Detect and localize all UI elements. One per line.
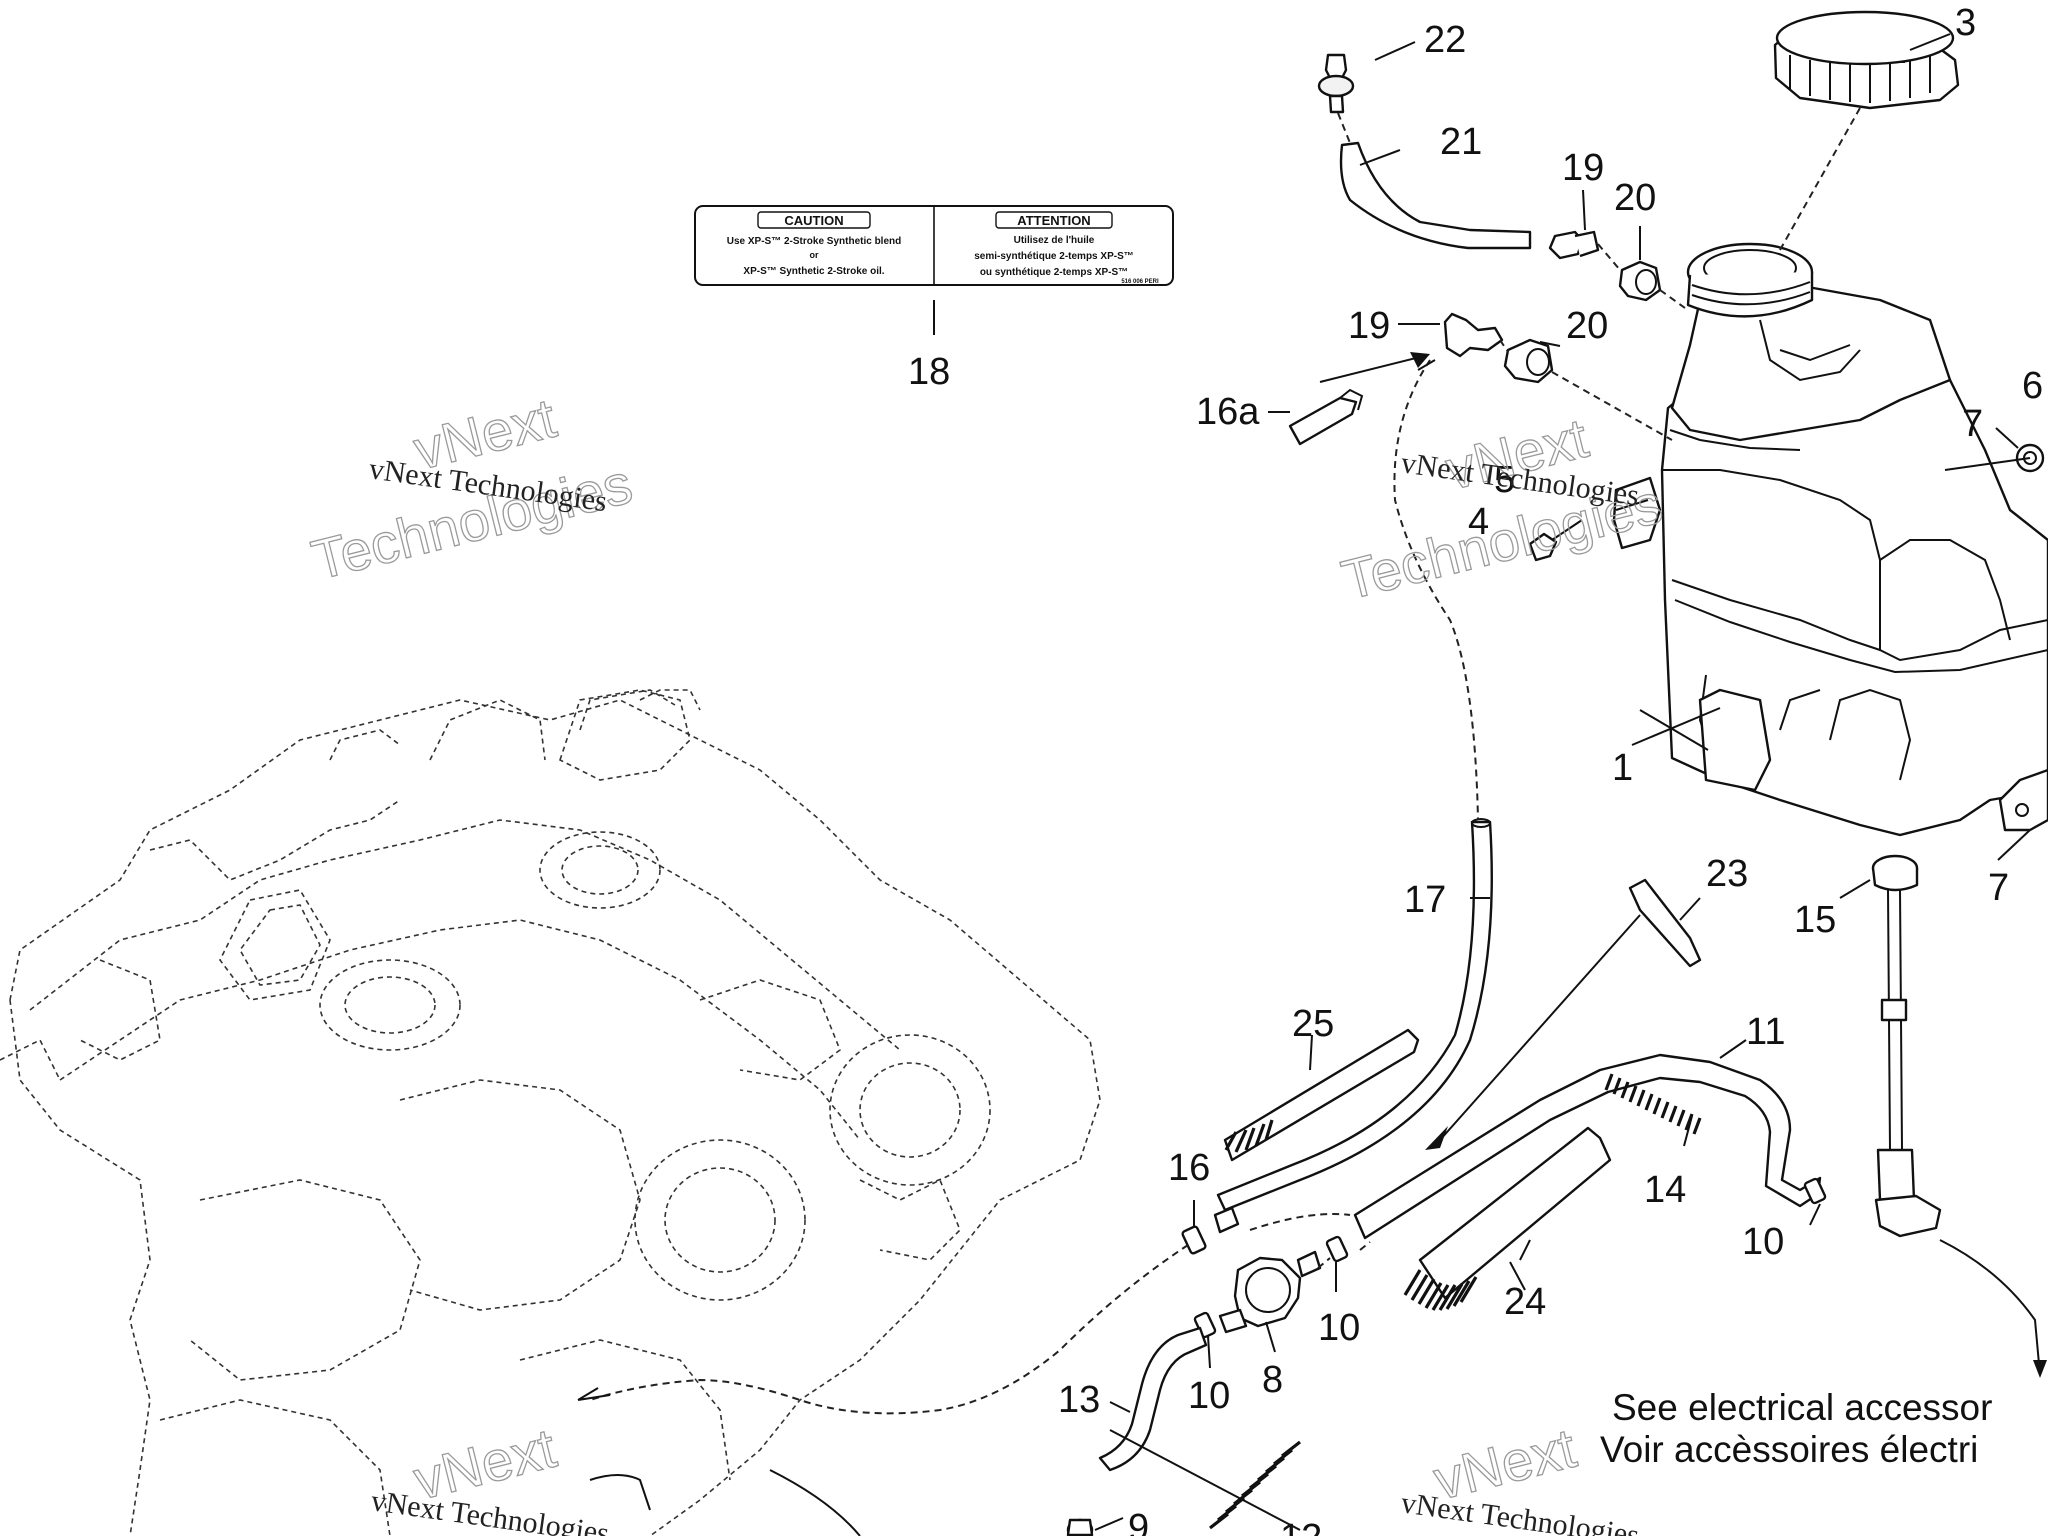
clamp-23 (1628, 878, 1702, 968)
hose-25 (1223, 1028, 1420, 1162)
decal-caution-line2: or (810, 250, 819, 260)
hose-17 (1216, 818, 1493, 1212)
callout-10-low: 10 (1188, 1375, 1230, 1417)
callout-21: 21 (1440, 121, 1482, 163)
engine-ghost-outline (0, 689, 1101, 1536)
callout-6: 6 (2022, 365, 2043, 407)
callout-7-upper: 7 (1962, 403, 1983, 445)
callout-18: 18 (908, 351, 950, 393)
hose-13 (1098, 1326, 1208, 1472)
watermark-right: vNext Technologies vNext Technologies (1335, 405, 1669, 612)
callout-1: 1 (1612, 747, 1633, 789)
callout-14: 14 (1644, 1169, 1686, 1211)
decal-attention-line3: ou synthétique 2-temps XP-S™ (980, 267, 1128, 278)
callout-16a: 16a (1196, 391, 1260, 433)
callout-24: 24 (1504, 1281, 1546, 1323)
callout-3: 3 (1955, 2, 1976, 44)
lower-fitting-19 (1443, 312, 1504, 358)
callout-23: 23 (1706, 853, 1748, 895)
callout-20-lower: 20 (1566, 305, 1608, 347)
callout-10-right: 10 (1742, 1221, 1784, 1263)
decal-caution-title: CAUTION (784, 213, 843, 228)
callout-20-upper: 20 (1614, 177, 1656, 219)
callout-22: 22 (1424, 19, 1466, 61)
grommet-15 (1871, 854, 1919, 892)
watermark-bottom-left: vNext vNext Technologies (369, 1415, 611, 1536)
spring-12 (1209, 1440, 1301, 1530)
hose-24 (1418, 1126, 1612, 1300)
leader-lines (1094, 33, 2031, 1531)
level-sensor-harness (1874, 889, 1942, 1238)
hose-segment-16 (1213, 1206, 1240, 1234)
note-electrical-fr: Voir accèssoires électri (1600, 1429, 1978, 1470)
clamp-16 (1181, 1225, 1207, 1255)
screw-4 (1528, 519, 1583, 562)
lower-grommet-20 (1503, 338, 1554, 384)
watermark-br-small: vNext Technologies (1399, 1486, 1641, 1536)
note-electrical-en: See electrical accessor (1612, 1387, 1992, 1428)
clamp-10-a (1325, 1235, 1349, 1263)
upper-grommet-20 (1618, 260, 1662, 302)
vent-hose-21 (1339, 141, 1532, 250)
callout-8: 8 (1262, 1359, 1283, 1401)
decal-attention-line1: Utilisez de l'huile (1014, 235, 1095, 246)
clamp-10-c (1803, 1177, 1827, 1205)
decal-attention-line2: semi-synthétique 2-temps XP-S™ (974, 251, 1133, 262)
callout-10-mid: 10 (1318, 1307, 1360, 1349)
callout-16: 16 (1168, 1147, 1210, 1189)
spring-14 (1604, 1073, 1702, 1135)
filler-cap (1773, 10, 1960, 110)
spring-25 (1224, 1119, 1274, 1153)
decal-caution-line3: XP-S™ Synthetic 2-Stroke oil. (743, 266, 884, 277)
clip-5 (1612, 476, 1662, 550)
callout-13: 13 (1058, 1379, 1100, 1421)
callout-19-lower: 19 (1348, 305, 1390, 347)
callout-5: 5 (1494, 459, 1515, 501)
callout-labels: 1 3 4 5 6 7 7 8 9 10 10 10 10 11 12 13 1… (908, 2, 2043, 1536)
decal-attention-title: ATTENTION (1017, 213, 1090, 228)
warning-decal: CAUTION Use XP-S™ 2-Stroke Synthetic ble… (694, 205, 1174, 335)
decal-part-number: 516 006 PERI (1121, 279, 1159, 285)
callout-15: 15 (1794, 899, 1836, 941)
watermark-left: vNext Technologies vNext Technologies (305, 385, 639, 592)
cable-tie-16a (1288, 388, 1364, 446)
oil-tank (1660, 242, 2048, 837)
callout-4: 4 (1468, 501, 1489, 543)
callout-9: 9 (1128, 1507, 1149, 1536)
callout-19-upper: 19 (1562, 147, 1604, 189)
clamp-9 (1066, 1518, 1094, 1536)
upper-fitting-19 (1548, 230, 1600, 260)
callout-25: 25 (1292, 1003, 1334, 1045)
decal-caution-line1: Use XP-S™ 2-Stroke Synthetic blend (727, 236, 902, 247)
callout-12: 12 (1280, 1517, 1322, 1536)
fuel-filter-8 (1218, 1250, 1322, 1334)
callout-11: 11 (1746, 1011, 1785, 1053)
callout-7-lower: 7 (1988, 867, 2009, 909)
callout-17: 17 (1404, 879, 1446, 921)
check-valve-22 (1317, 53, 1355, 114)
